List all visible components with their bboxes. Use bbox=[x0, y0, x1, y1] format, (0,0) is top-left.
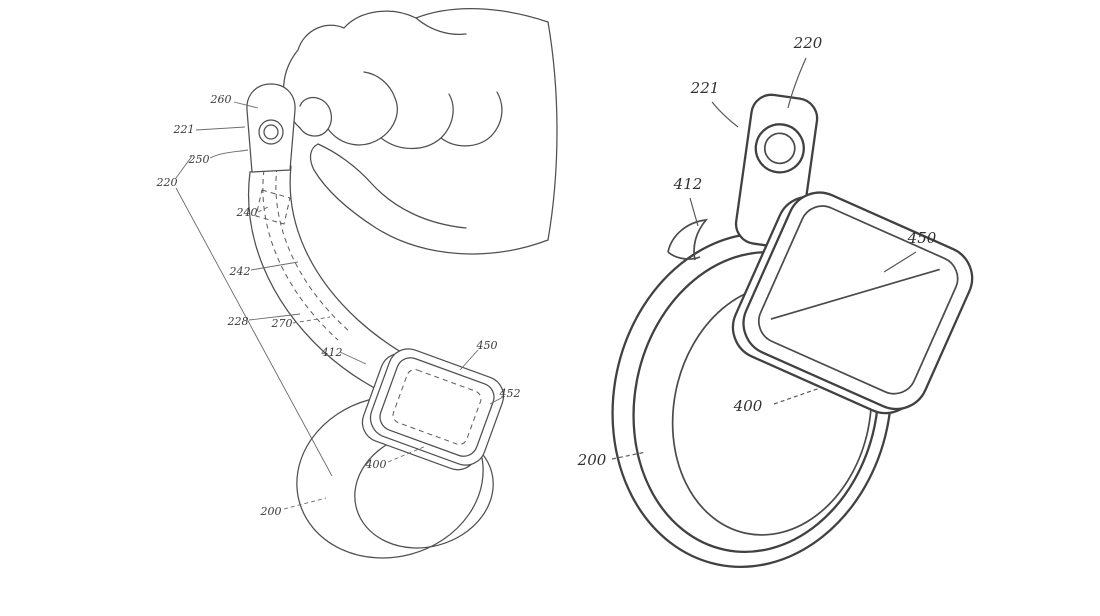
ref-label-200-right: 200 bbox=[577, 451, 607, 469]
hand-drawing bbox=[282, 8, 558, 255]
reference-labels-left: 260 221 250 220 240 242 228 270 412 450 … bbox=[156, 93, 521, 518]
watch-body-drawing bbox=[361, 348, 505, 471]
camera-hole-outer bbox=[258, 119, 284, 145]
camera-tab-drawing bbox=[246, 83, 296, 173]
camera-hole-outer-right bbox=[754, 123, 805, 174]
ref-label-220: 220 bbox=[156, 176, 178, 189]
ref-label-221-right: 221 bbox=[690, 79, 720, 97]
patent-figure-right: 220 221 412 450 400 200 bbox=[577, 34, 974, 568]
patent-figure-left: 260 221 250 220 240 242 228 270 412 450 … bbox=[156, 8, 558, 559]
extension-line-220 bbox=[175, 187, 333, 477]
ref-label-450-right: 450 bbox=[907, 229, 937, 247]
ref-label-242: 242 bbox=[229, 265, 251, 278]
ref-label-220-right: 220 bbox=[793, 34, 823, 52]
ref-label-250: 250 bbox=[188, 153, 210, 166]
camera-hole-inner-right bbox=[763, 132, 796, 165]
ref-label-221: 221 bbox=[173, 123, 195, 136]
ref-label-400-left: 400 bbox=[365, 458, 387, 471]
ref-label-412-right: 412 bbox=[673, 175, 703, 193]
camera-hole-inner bbox=[263, 124, 279, 140]
screen-glare-line bbox=[770, 268, 940, 320]
ref-label-400-right: 400 bbox=[733, 397, 763, 415]
ref-label-240: 240 bbox=[236, 206, 258, 219]
band-fold-drawing bbox=[667, 218, 709, 261]
leader-lines-right bbox=[611, 57, 917, 460]
watch-body-drawing-right bbox=[731, 191, 974, 415]
ref-label-260: 260 bbox=[210, 93, 232, 106]
leader-lines-left bbox=[195, 101, 504, 510]
ref-label-452: 452 bbox=[499, 387, 521, 400]
ref-label-228: 228 bbox=[227, 315, 249, 328]
leader-220-upper bbox=[175, 155, 193, 179]
ref-label-450-left: 450 bbox=[476, 339, 498, 352]
ref-label-270: 270 bbox=[271, 317, 293, 330]
reference-labels-right: 220 221 412 450 400 200 bbox=[577, 34, 937, 469]
ref-label-412-left: 412 bbox=[321, 346, 343, 359]
ref-label-200-left: 200 bbox=[260, 505, 282, 518]
